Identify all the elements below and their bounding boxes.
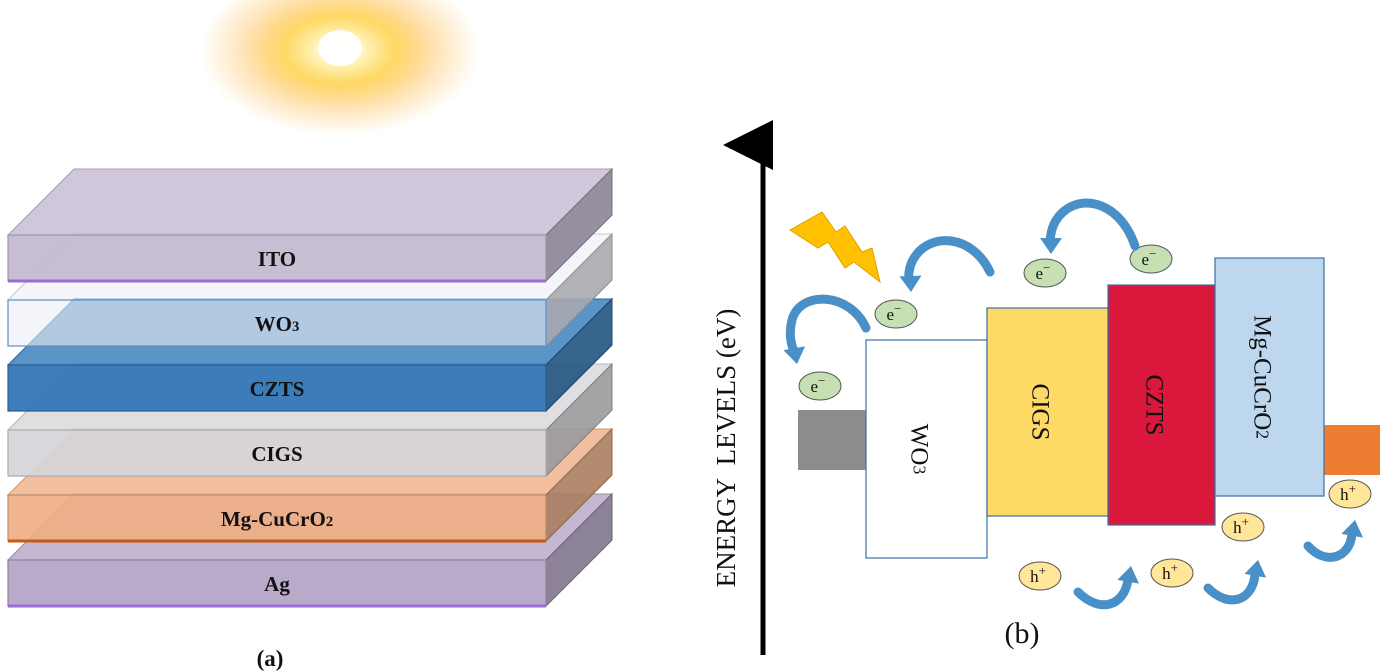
svg-text:h+: h+	[1340, 481, 1356, 504]
band-label: WO3	[906, 424, 933, 475]
layer-label: WO3	[255, 312, 300, 336]
transfer-arrows	[783, 198, 1364, 610]
sun-icon	[200, 0, 480, 135]
hole-marker: h+	[1221, 512, 1265, 542]
layer-label: CZTS	[250, 377, 305, 401]
svg-text:e−: e−	[811, 373, 826, 396]
band-wo3: WO3	[865, 339, 988, 559]
layer-ito: ITO	[6, 167, 614, 283]
layer-stack: Ag Mg-CuCrO2 CIGS CZTS WO3 ITO	[6, 167, 614, 608]
band-czts: CZTS	[1107, 284, 1216, 526]
layer-label: ITO	[258, 247, 296, 271]
energy-axis-label: ENERGY LEVELS (eV)	[711, 309, 741, 588]
curved-arrow-icon	[1073, 566, 1140, 610]
panel-a-caption: (a)	[257, 646, 284, 671]
band-label: Mg-CuCrO2	[1249, 315, 1276, 439]
curved-arrow-icon	[1040, 198, 1140, 254]
curved-arrow-icon	[1203, 560, 1267, 605]
svg-text:h+: h+	[1030, 563, 1046, 586]
electron-marker: e−	[798, 371, 842, 401]
svg-text:h+: h+	[1233, 514, 1249, 537]
band-mg-cucro2: Mg-CuCrO2	[1214, 257, 1325, 497]
layer-label: Ag	[264, 572, 290, 596]
lightning-icon	[789, 211, 881, 284]
panel-a: Ag Mg-CuCrO2 CIGS CZTS WO3 ITO (a)	[6, 0, 614, 671]
right-contact	[1324, 425, 1380, 475]
svg-text:e−: e−	[1142, 246, 1157, 269]
layer-label: CIGS	[251, 442, 302, 466]
curved-arrow-icon	[899, 236, 995, 292]
curved-arrow-icon	[783, 294, 871, 364]
electron-marker: e−	[1023, 258, 1067, 288]
svg-text:e−: e−	[887, 301, 902, 324]
hole-marker: h+	[1328, 479, 1372, 509]
band-label: CZTS	[1141, 374, 1168, 435]
carrier-markers: e− e− e− e− h+ h+ h+ h+	[798, 244, 1372, 591]
band-diagram: WO3 CIGS CZTS Mg-CuCrO2	[798, 257, 1380, 559]
panel-b-caption: (b)	[1005, 617, 1040, 650]
electron-marker: e−	[1129, 244, 1173, 274]
hole-marker: h+	[1150, 558, 1194, 588]
svg-text:e−: e−	[1036, 260, 1051, 283]
curved-arrow-icon	[1303, 520, 1364, 562]
hole-marker: h+	[1018, 561, 1062, 591]
electron-marker: e−	[874, 299, 918, 329]
band-cigs: CIGS	[986, 307, 1109, 517]
band-label: CIGS	[1027, 384, 1054, 441]
svg-text:h+: h+	[1162, 560, 1178, 583]
layer-label: Mg-CuCrO2	[221, 507, 333, 531]
left-contact	[798, 410, 866, 470]
